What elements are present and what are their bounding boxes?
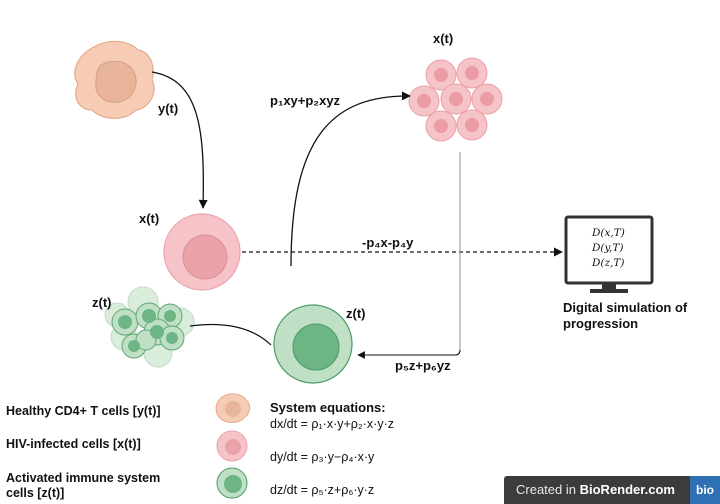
infection-rate-arrow [290, 91, 411, 267]
biorender-watermark[interactable]: Created in BioRender.com bio [504, 476, 720, 504]
legend-healthy-label: Healthy CD4+ T cells [y(t)] [6, 404, 161, 418]
monitor-caption-line2: progression [563, 316, 639, 331]
immune-cluster-variable-label: z(t) [92, 295, 112, 310]
equation-dy: dy/dt = ρ₃·y−ρ₄·x·y [270, 450, 375, 464]
legend-infected-icon [216, 430, 248, 462]
watermark-prefix: Created in [516, 482, 576, 497]
legend-immune-icon [216, 467, 248, 499]
healthy-variable-label: y(t) [158, 101, 179, 116]
immune-rate-label: p₅z+p₆yz [395, 358, 451, 373]
infected-variable-label: x(t) [139, 211, 160, 226]
legend-infected-label: HIV-infected cells [x(t)] [6, 437, 141, 451]
equation-dz: dz/dt = ρ₅·z+ρ₆·y·z [270, 483, 375, 497]
legend-immune-label-line2: cells [z(t)] [6, 486, 65, 500]
removal-rate-label: -p₄x-p₄y [362, 235, 414, 250]
biorender-logo-icon: bio [690, 476, 720, 504]
monitor-caption-line1: Digital simulation of [563, 300, 688, 315]
immune-rate-arrow [357, 152, 461, 359]
infected-cell [163, 213, 241, 291]
infected-cluster-variable-label: x(t) [433, 31, 454, 46]
monitor-line-y: D(y,T) [592, 242, 624, 254]
monitor-line-x: D(x,T) [592, 227, 625, 239]
equations-title: System equations: [270, 400, 386, 415]
equation-dx: dx/dt = ρ₁·x·y+ρ₂·x·y·z [270, 417, 394, 431]
watermark-brand: BioRender.com [579, 482, 675, 497]
healthy-to-infected-arrow [151, 71, 208, 209]
monitor-line-z: D(z,T) [592, 257, 625, 269]
legend-healthy-icon [215, 393, 251, 423]
immune-cell-variable-label: z(t) [346, 306, 366, 321]
healthy-cell [74, 40, 155, 119]
watermark-text: Created in BioRender.com [516, 482, 675, 497]
immune-cell [273, 304, 353, 384]
infected-cell-cluster [408, 57, 503, 142]
monitor-icon [564, 215, 654, 293]
legend-immune-label-line1: Activated immune system [6, 471, 161, 485]
immune-cell-link [189, 323, 272, 346]
infection-rate-label: p₁xy+p₂xyz [270, 93, 341, 108]
immune-cell-cluster [104, 286, 195, 368]
